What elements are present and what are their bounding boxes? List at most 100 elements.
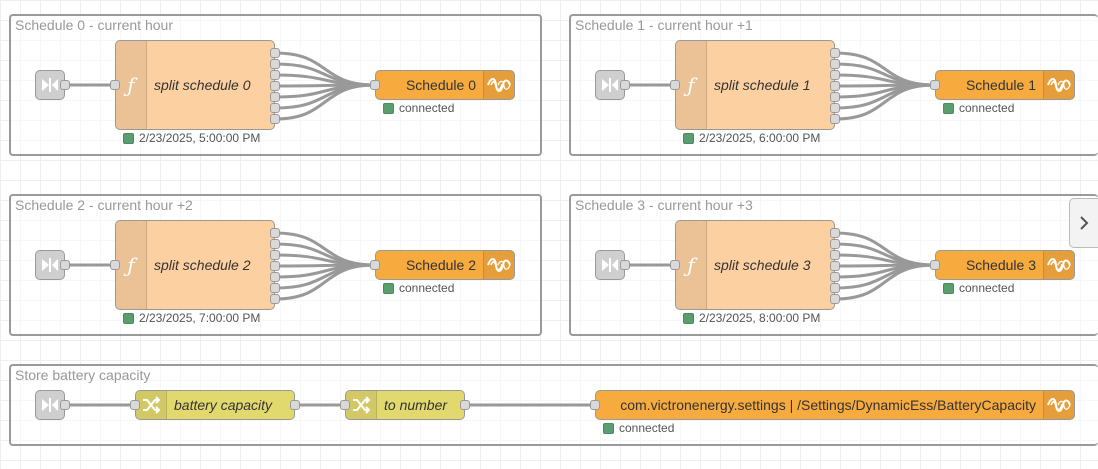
function-input-port[interactable] <box>670 80 680 90</box>
function-input-port[interactable] <box>110 80 120 90</box>
function-output-port-2[interactable] <box>270 239 280 249</box>
function-output-port-1[interactable] <box>830 48 840 58</box>
victron-input-port[interactable] <box>930 80 940 90</box>
function-output-port-6[interactable] <box>270 283 280 293</box>
victron-icon-box <box>1043 391 1074 419</box>
victron-output-label: Schedule 3 <box>965 257 1036 273</box>
function-output-port-3[interactable] <box>830 70 840 80</box>
function-output-port-1[interactable] <box>270 48 280 58</box>
victron-output-node[interactable]: Schedule 1 <box>935 70 1075 100</box>
to-number-change-node-input-port[interactable] <box>340 400 350 410</box>
function-status-text: 2/23/2025, 8:00:00 PM <box>699 311 821 325</box>
function-status-text: 2/23/2025, 7:00:00 PM <box>139 311 261 325</box>
victron-output-node[interactable]: Schedule 0 <box>375 70 515 100</box>
function-output-port-7[interactable] <box>270 294 280 304</box>
victron-input-port[interactable] <box>930 260 940 270</box>
battery-capacity-output-label: com.victronenergy.settings | /Settings/D… <box>620 397 1036 413</box>
victron-input-port[interactable] <box>370 80 380 90</box>
function-output-port-3[interactable] <box>270 250 280 260</box>
function-icon-box: ƒ <box>116 221 147 309</box>
inject-arrow-icon <box>602 78 618 92</box>
function-output-port-5[interactable] <box>270 92 280 102</box>
function-output-port-3[interactable] <box>830 250 840 260</box>
battery-capacity-change-node-input-port[interactable] <box>130 400 140 410</box>
function-output-port-6[interactable] <box>270 103 280 113</box>
inject-output-port[interactable] <box>60 80 70 90</box>
function-status-text: 2/23/2025, 5:00:00 PM <box>139 131 261 145</box>
function-output-port-6[interactable] <box>830 103 840 113</box>
function-input-port[interactable] <box>110 260 120 270</box>
function-output-port-1[interactable] <box>270 228 280 238</box>
function-node[interactable]: ƒ split schedule 0 <box>115 40 275 130</box>
status-dot <box>683 132 694 144</box>
function-output-port-1[interactable] <box>830 228 840 238</box>
function-f-icon: ƒ <box>127 73 135 97</box>
battery-capacity-output-node[interactable]: com.victronenergy.settings | /Settings/D… <box>595 390 1075 420</box>
function-f-icon: ƒ <box>687 253 695 277</box>
function-output-port-2[interactable] <box>830 59 840 69</box>
inject-output-port[interactable] <box>620 260 630 270</box>
function-output-port-2[interactable] <box>830 239 840 249</box>
function-output-port-5[interactable] <box>270 272 280 282</box>
group-label: Schedule 2 - current hour +2 <box>15 197 193 213</box>
function-node[interactable]: ƒ split schedule 3 <box>675 220 835 310</box>
function-label: split schedule 3 <box>714 257 811 273</box>
function-output-port-4[interactable] <box>270 261 280 271</box>
function-output-port-4[interactable] <box>270 81 280 91</box>
sidebar-toggle-button[interactable] <box>1069 198 1098 248</box>
function-output-port-7[interactable] <box>270 114 280 124</box>
function-output-port-5[interactable] <box>830 92 840 102</box>
function-output-port-4[interactable] <box>830 261 840 271</box>
victron-wave-icon <box>1047 78 1071 92</box>
function-output-port-3[interactable] <box>270 70 280 80</box>
battery-capacity-change-node[interactable]: battery capacity <box>135 390 295 420</box>
function-status: 2/23/2025, 6:00:00 PM <box>683 131 820 145</box>
inject-arrow-icon <box>42 258 58 272</box>
battery-capacity-output-input-port[interactable] <box>590 400 600 410</box>
status-dot <box>943 282 954 294</box>
function-input-port[interactable] <box>670 260 680 270</box>
function-label: split schedule 0 <box>154 77 251 93</box>
function-icon-box: ƒ <box>676 221 707 309</box>
battery-capacity-change-node-output-port[interactable] <box>290 400 300 410</box>
status-dot <box>943 102 954 114</box>
function-status: 2/23/2025, 8:00:00 PM <box>683 311 820 325</box>
victron-status: connected <box>383 101 454 115</box>
victron-wave-icon <box>487 258 511 272</box>
inject-arrow-icon <box>42 398 58 412</box>
inject-node[interactable] <box>35 70 65 100</box>
to-number-change-node[interactable]: to number <box>345 390 465 420</box>
function-output-port-5[interactable] <box>830 272 840 282</box>
status-dot <box>383 102 394 114</box>
victron-status: connected <box>383 281 454 295</box>
status-dot <box>603 422 614 434</box>
inject-output-port[interactable] <box>620 80 630 90</box>
inject-node[interactable] <box>595 250 625 280</box>
function-icon-box: ƒ <box>116 41 147 129</box>
victron-input-port[interactable] <box>370 260 380 270</box>
group-label: Schedule 1 - current hour +1 <box>575 17 753 33</box>
function-output-port-4[interactable] <box>830 81 840 91</box>
function-output-port-2[interactable] <box>270 59 280 69</box>
victron-icon-box <box>1043 251 1074 279</box>
victron-status-text: connected <box>399 281 455 295</box>
inject-output-port[interactable] <box>60 260 70 270</box>
victron-output-node[interactable]: Schedule 2 <box>375 250 515 280</box>
function-output-port-6[interactable] <box>830 283 840 293</box>
status-dot <box>683 312 694 324</box>
function-output-port-7[interactable] <box>830 114 840 124</box>
inject-output-port[interactable] <box>60 400 70 410</box>
battery-capacity-change-node-label: battery capacity <box>174 397 273 413</box>
victron-status-text: connected <box>399 101 455 115</box>
shuffle-icon <box>353 396 371 414</box>
battery-capacity-output-status: connected <box>603 421 674 435</box>
to-number-change-node-output-port[interactable] <box>460 400 470 410</box>
change-icon-box <box>346 391 377 419</box>
function-status-text: 2/23/2025, 6:00:00 PM <box>699 131 821 145</box>
victron-output-node[interactable]: Schedule 3 <box>935 250 1075 280</box>
victron-status-text: connected <box>959 101 1015 115</box>
function-output-port-7[interactable] <box>830 294 840 304</box>
